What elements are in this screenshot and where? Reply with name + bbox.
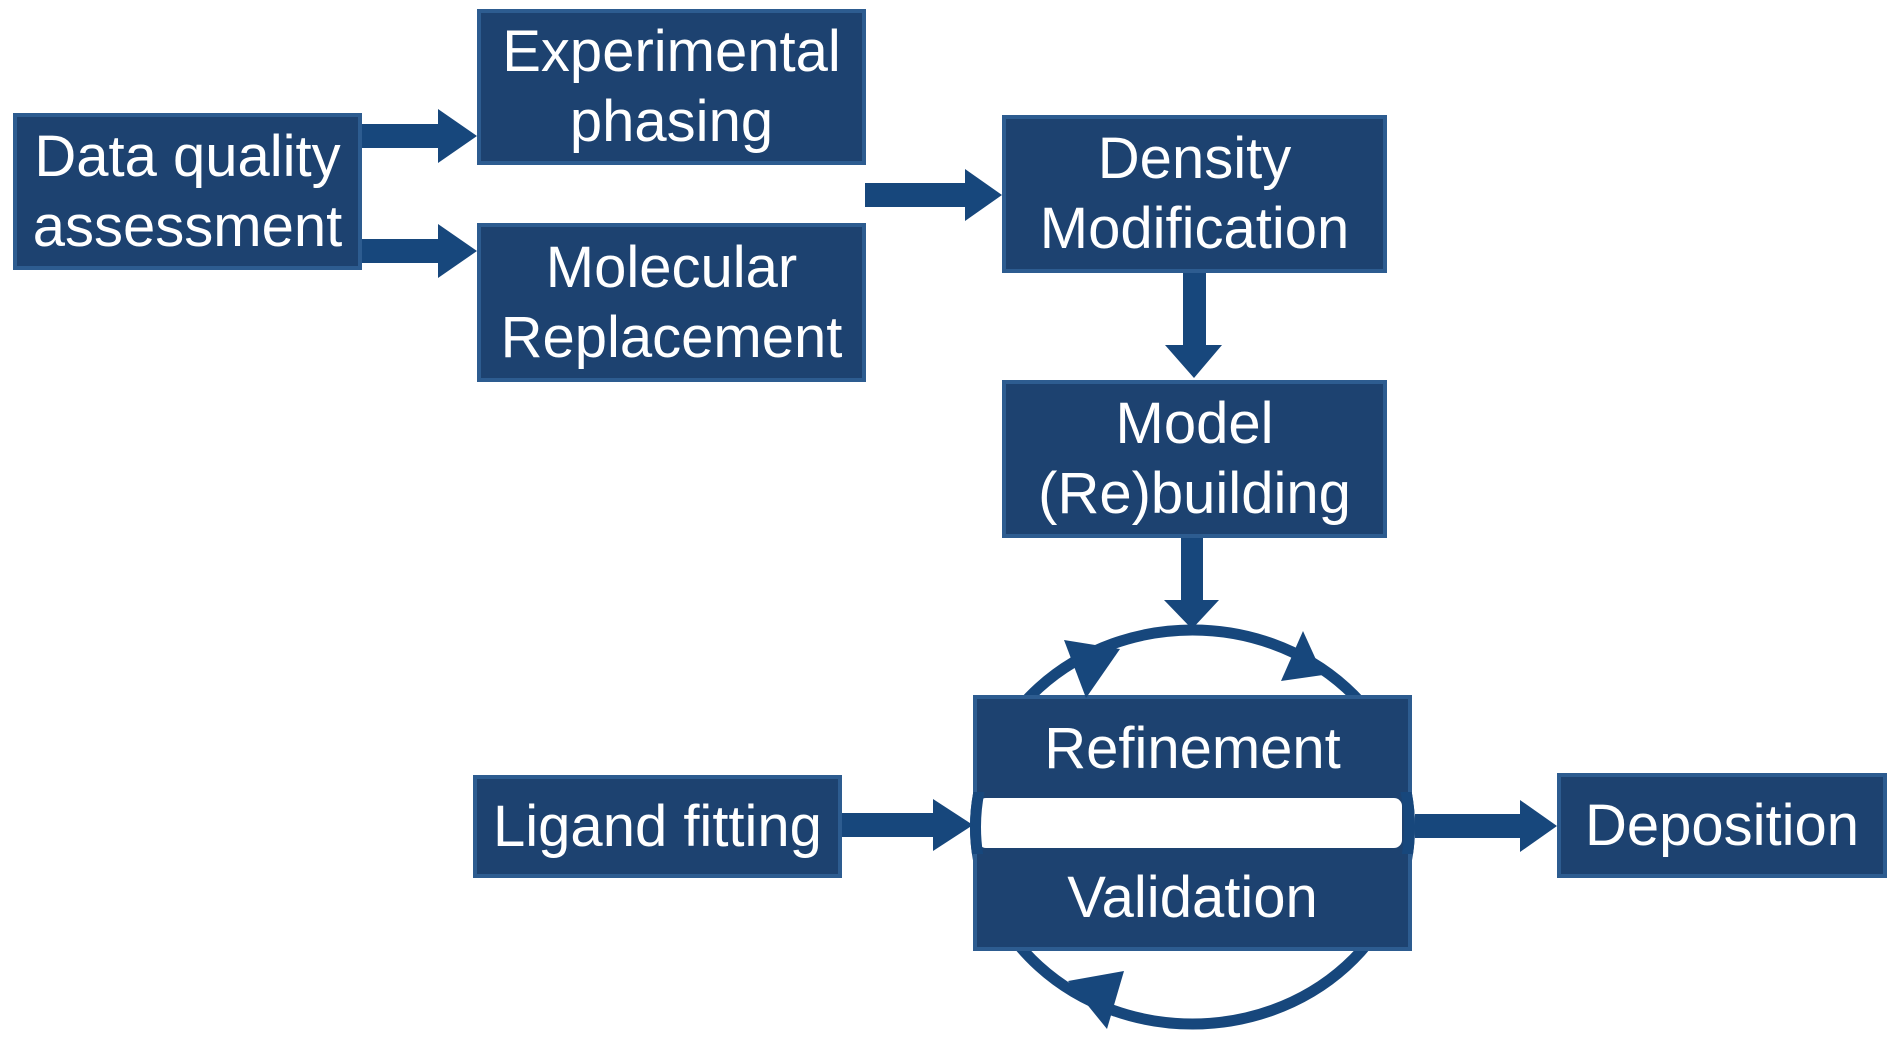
box-label: (Re)building [1038, 461, 1351, 526]
box-label: Refinement [1044, 715, 1341, 781]
box-density-modification: Density Modification [1002, 115, 1387, 273]
cycle-gap-strip [978, 798, 1402, 848]
box-label: Ligand fitting [493, 793, 822, 859]
box-molecular-replacement: Molecular Replacement [477, 223, 866, 382]
box-label: Density [1097, 126, 1292, 192]
box-label: assessment [32, 193, 343, 259]
box-label: Experimental [502, 19, 841, 85]
box-ligand-fitting: Ligand fitting [473, 775, 842, 878]
box-label: Modification [1039, 196, 1350, 261]
box-label: Model [1115, 391, 1274, 457]
validation-zone: Validation [977, 848, 1408, 947]
box-label: Validation [1067, 864, 1318, 930]
box-label: Data quality [34, 123, 341, 189]
box-label: Molecular [545, 234, 798, 300]
box-label: Deposition [1584, 792, 1860, 858]
box-model-rebuilding: Model (Re)building [1002, 380, 1387, 538]
box-label: phasing [569, 89, 774, 154]
box-deposition: Deposition [1557, 773, 1887, 878]
box-experimental-phasing: Experimental phasing [477, 9, 866, 165]
box-data-quality-assessment: Data quality assessment [13, 113, 362, 270]
box-label: Replacement [500, 304, 843, 370]
refinement-zone: Refinement [977, 699, 1408, 798]
